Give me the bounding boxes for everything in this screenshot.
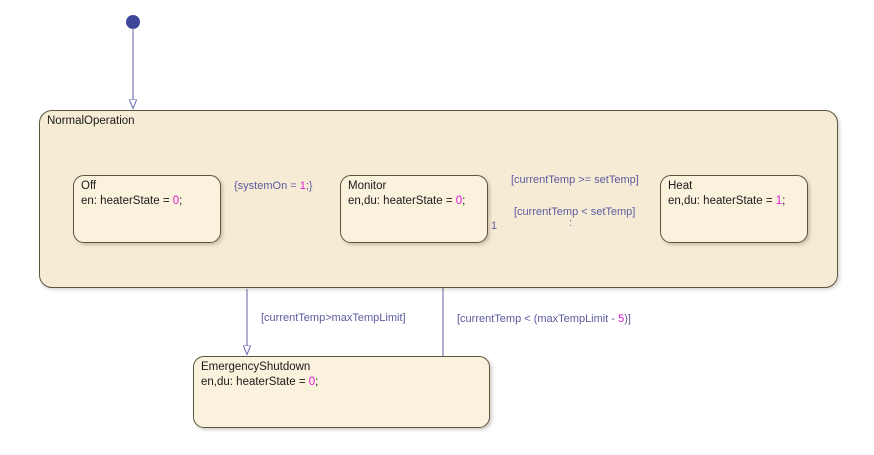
state-emergencyshutdown-action-prefix: en,du: heaterState = xyxy=(201,376,309,388)
state-heat-label: Heat xyxy=(668,180,693,192)
default-transition-to-normaloperation[interactable] xyxy=(126,15,140,109)
state-emergencyshutdown[interactable]: EmergencyShutdown en,du: heaterState = 0… xyxy=(193,356,490,428)
transition-midpoint-marker-icon[interactable]: : xyxy=(569,217,573,229)
state-heat-action-value: 1 xyxy=(775,195,783,207)
state-emergencyshutdown-label: EmergencyShutdown xyxy=(201,361,311,373)
state-monitor-action: en,du: heaterState = 0; xyxy=(348,194,465,209)
transition-label-heat-to-monitor[interactable]: [currentTemp >= setTemp] xyxy=(511,174,639,186)
transition-label-normaloperation-to-emergencyshutdown[interactable]: [currentTemp>maxTempLimit] xyxy=(261,312,406,324)
transition-label-emergencyshutdown-to-monitor[interactable]: [currentTemp < (maxTempLimit - 5)] xyxy=(457,312,631,326)
state-monitor-action-suffix: ; xyxy=(462,195,466,207)
state-heat-action-prefix: en,du: heaterState = xyxy=(668,195,776,207)
transition-label-off-to-monitor[interactable]: {systemOn = 1;} xyxy=(234,179,313,193)
state-monitor-label: Monitor xyxy=(348,180,387,192)
state-emergencyshutdown-action-suffix: ; xyxy=(315,376,319,388)
state-off-label: Off xyxy=(81,180,97,192)
transition-label-emergencyshutdown-to-monitor-value: 5 xyxy=(618,313,625,325)
state-off-action: en: heaterState = 0; xyxy=(81,194,182,209)
state-off[interactable]: Off en: heaterState = 0; xyxy=(73,175,221,243)
transition-order-monitor-to-heat: 1 xyxy=(491,220,498,232)
state-heat[interactable]: Heat en,du: heaterState = 1; xyxy=(660,175,808,243)
state-monitor-action-prefix: en,du: heaterState = xyxy=(348,195,456,207)
transition-label-monitor-to-heat[interactable]: [currentTemp < setTemp] xyxy=(514,206,636,218)
state-emergencyshutdown-action: en,du: heaterState = 0; xyxy=(201,375,318,390)
state-off-action-suffix: ; xyxy=(179,195,183,207)
transition-label-emergencyshutdown-to-monitor-suffix: )] xyxy=(624,313,631,325)
state-monitor[interactable]: Monitor en,du: heaterState = 0; xyxy=(340,175,488,243)
transition-label-emergencyshutdown-to-monitor-prefix: [currentTemp < (maxTempLimit - xyxy=(457,313,619,325)
transition-label-off-to-monitor-value: 1 xyxy=(299,180,306,192)
state-monitor-action-value: 0 xyxy=(455,195,463,207)
state-heat-action-suffix: ; xyxy=(782,195,786,207)
state-heat-action: en,du: heaterState = 1; xyxy=(668,194,785,209)
state-normaloperation-label: NormalOperation xyxy=(47,115,135,127)
transition-label-off-to-monitor-prefix: {systemOn = xyxy=(234,180,300,192)
state-off-action-prefix: en: heaterState = xyxy=(81,195,173,207)
state-emergencyshutdown-action-value: 0 xyxy=(308,376,316,388)
transition-label-off-to-monitor-suffix: ;} xyxy=(305,180,313,192)
state-off-action-value: 0 xyxy=(172,195,180,207)
